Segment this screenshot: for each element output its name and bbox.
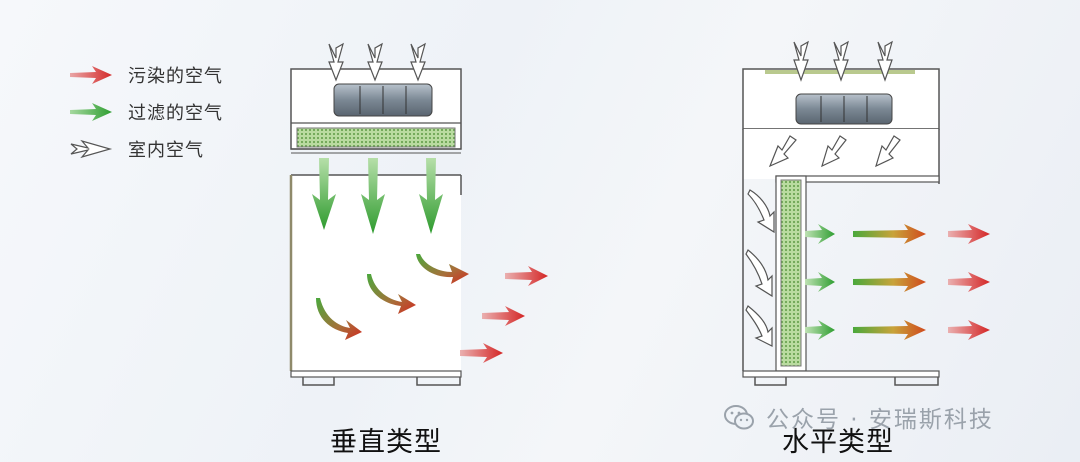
legend-item-filtered: 过滤的空气 bbox=[68, 93, 223, 130]
watermark-text: 公众号 · 安瑞斯科技 bbox=[766, 407, 994, 433]
legend: 污染的空气 过滤的空气 室内空气 bbox=[68, 56, 223, 167]
fan-unit bbox=[795, 93, 893, 125]
watermark: 公众号 · 安瑞斯科技 bbox=[722, 400, 994, 434]
fan-unit bbox=[333, 83, 433, 117]
hepa-filter bbox=[780, 179, 802, 367]
legend-label: 污染的空气 bbox=[128, 65, 223, 87]
legend-item-room: 室内空气 bbox=[68, 130, 223, 167]
contaminated-air-arrows bbox=[460, 266, 548, 363]
mixed-air-arrows bbox=[316, 254, 469, 340]
outline-arrow-icon bbox=[70, 139, 113, 158]
horizontal-cabinet bbox=[742, 40, 990, 386]
vertical-cabinet bbox=[289, 42, 548, 386]
room-air-arrows bbox=[768, 40, 901, 168]
wechat-logo-icon bbox=[724, 405, 754, 430]
contaminated-air-arrows bbox=[948, 224, 990, 340]
room-air-arrows bbox=[328, 42, 426, 82]
caption-vertical: 垂直类型 bbox=[330, 427, 442, 458]
red-arrow-icon bbox=[70, 65, 112, 84]
hepa-filter bbox=[296, 127, 456, 148]
mixed-air-arrows bbox=[853, 224, 926, 340]
caption-horizontal: 水平类型 bbox=[782, 427, 894, 458]
legend-label: 过滤的空气 bbox=[128, 102, 223, 124]
room-air-arrows bbox=[745, 189, 775, 347]
green-arrow-icon bbox=[70, 102, 112, 121]
filtered-air-arrows bbox=[805, 224, 835, 340]
filtered-air-arrows bbox=[312, 158, 443, 234]
legend-item-contaminated: 污染的空气 bbox=[68, 56, 223, 93]
legend-label: 室内空气 bbox=[128, 139, 204, 161]
